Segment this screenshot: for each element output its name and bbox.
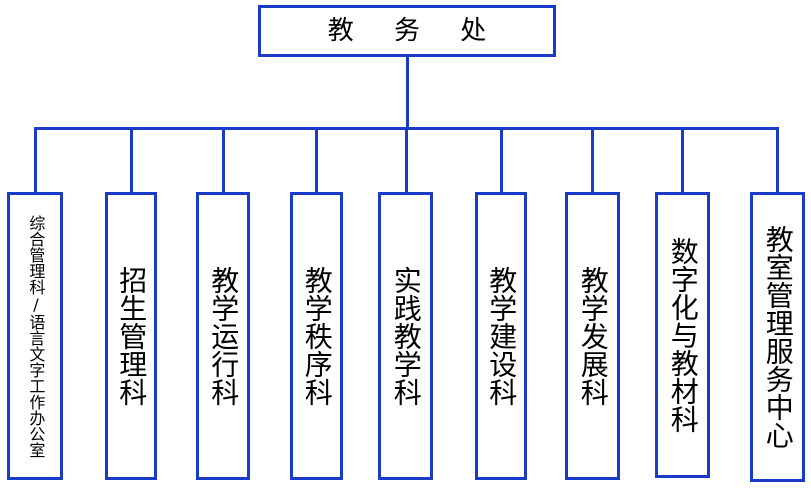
org-node-root[interactable]: 教 务 处 (258, 5, 556, 57)
connector-drop-5 (405, 127, 408, 192)
org-node-child-6[interactable]: 教学建设科 (475, 192, 527, 480)
org-node-child-8-label: 数字化与教材科 (666, 237, 700, 433)
connector-drop-6 (500, 127, 503, 192)
org-node-child-7[interactable]: 教学发展科 (565, 192, 620, 480)
org-node-child-9[interactable]: 教室管理服务中心 (750, 192, 805, 482)
connector-drop-4 (315, 127, 318, 192)
org-node-child-2[interactable]: 招生管理科 (105, 192, 157, 480)
connector-drop-2 (130, 127, 133, 192)
org-node-child-2-label: 招生管理科 (115, 266, 149, 406)
connector-root-stem (406, 57, 409, 130)
org-node-child-5-label: 实践教学科 (389, 266, 423, 406)
org-node-child-5[interactable]: 实践教学科 (378, 192, 433, 480)
org-node-child-3-label: 教学运行科 (207, 266, 241, 406)
org-node-child-9-label: 教室管理服务中心 (761, 225, 795, 449)
connector-drop-3 (222, 127, 225, 192)
connector-drop-1 (34, 127, 37, 192)
org-node-child-1-label: 综合管理科/语言文字工作办公室 (26, 214, 46, 458)
org-node-child-3[interactable]: 教学运行科 (196, 192, 250, 480)
org-node-child-1[interactable]: 综合管理科/语言文字工作办公室 (7, 192, 63, 480)
org-node-child-4-label: 教学秩序科 (300, 266, 334, 406)
org-node-root-label: 教 务 处 (327, 16, 503, 46)
org-node-child-8[interactable]: 数字化与教材科 (655, 192, 710, 478)
org-node-child-4[interactable]: 教学秩序科 (290, 192, 343, 480)
org-node-child-6-label: 教学建设科 (485, 266, 519, 406)
connector-drop-8 (681, 127, 684, 192)
org-node-child-7-label: 教学发展科 (576, 266, 610, 406)
connector-drop-7 (591, 127, 594, 192)
connector-drop-9 (776, 127, 779, 192)
